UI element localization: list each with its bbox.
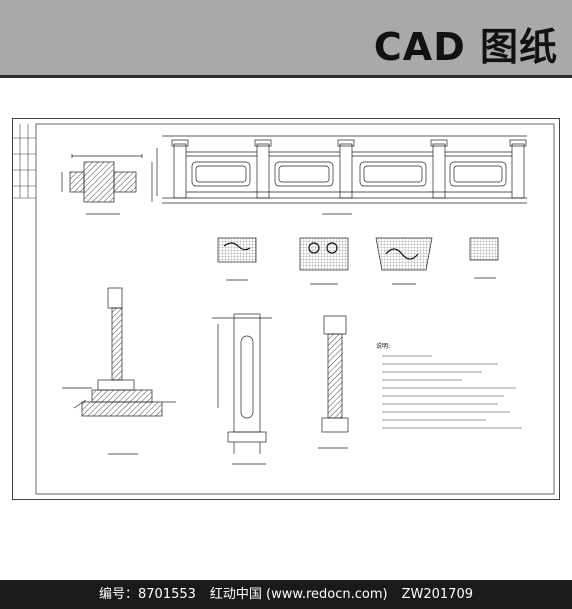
- notes-text-lines: [382, 355, 522, 429]
- cap-detail-2: [299, 237, 349, 285]
- header-divider: [0, 75, 572, 78]
- footer-id: 编号：8701553: [99, 587, 196, 602]
- footer-text: 编号：8701553 红动中国 (www.redocn.com) ZW201709: [0, 580, 572, 609]
- cap-detail-4: [469, 237, 499, 279]
- drawing-frame-outer: [12, 118, 560, 500]
- footer-bar: 编号：8701553 红动中国 (www.redocn.com) ZW201709: [0, 580, 572, 609]
- post-section-detail: [318, 315, 349, 449]
- header-banner: CAD 图纸: [0, 0, 572, 75]
- footer-site: 红动中国 (www.redocn.com): [209, 587, 388, 602]
- footer-code: ZW201709: [401, 587, 473, 602]
- notes-title: 说明:: [376, 342, 390, 350]
- page-title: CAD 图纸: [373, 25, 558, 69]
- cad-drawing: 说明:: [12, 118, 560, 500]
- railing-elevation: [156, 135, 527, 215]
- post-elevation-detail: [212, 313, 272, 465]
- drawing-frame-inner: [35, 123, 555, 495]
- left-title-strip: [12, 124, 36, 199]
- cap-detail-1: [217, 237, 257, 281]
- handrail-section-detail: [61, 154, 153, 215]
- post-foundation-detail: [62, 287, 176, 455]
- cap-detail-3: [375, 237, 433, 285]
